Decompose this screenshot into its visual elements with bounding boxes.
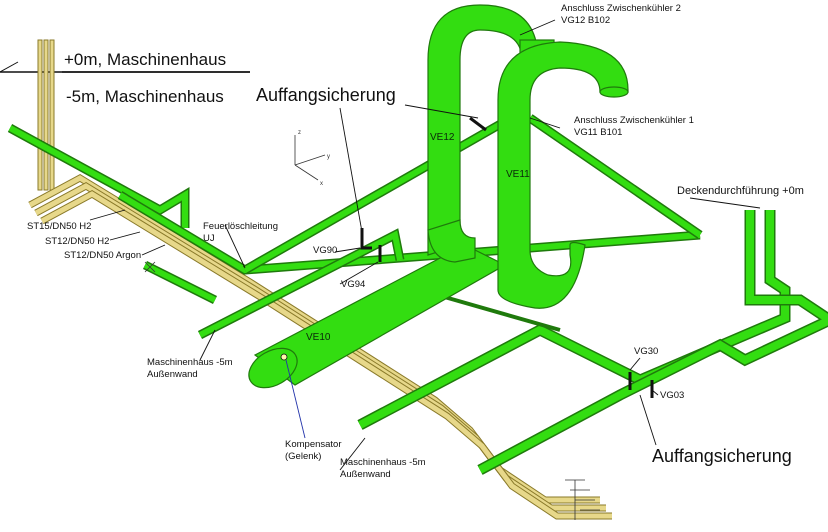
zk2-label-line2: VG12 B102 xyxy=(561,15,611,26)
axis-tripod xyxy=(294,135,326,181)
kompensator-leader xyxy=(285,359,306,439)
wall-left-label-line1: Maschinenhaus -5m xyxy=(147,357,233,368)
kompensator-label-line2: (Gelenk) xyxy=(285,451,322,462)
wall-bottom-label-line2: Außenwand xyxy=(340,469,391,480)
valve-vg94-label: VG94 xyxy=(341,279,366,290)
deckendurchfuehrung-label: Deckendurchführung +0m xyxy=(677,185,804,197)
valve-vg03-label: VG03 xyxy=(660,390,685,401)
right-branch-lines xyxy=(357,210,828,475)
level-lower-label: -5m, Maschinenhaus xyxy=(66,87,224,106)
wall-left-label-line2: Außenwand xyxy=(147,369,198,380)
pipe-ve11-label: VE11 xyxy=(506,169,530,180)
upper-green-line xyxy=(242,106,703,274)
pipe-st12-argon-label: ST12/DN50 Argon xyxy=(64,250,142,261)
valve-vg90-label: VG90 xyxy=(313,245,338,256)
zk1-label-line1: Anschluss Zwischenkühler 1 xyxy=(574,115,694,126)
pipe-st12-h2-label: ST12/DN50 H2 xyxy=(45,236,110,247)
pipe-st15-label: ST15/DN50 H2 xyxy=(27,221,92,232)
auffangsicherung-bottom-label: Auffangsicherung xyxy=(652,446,792,466)
feuerloesch-label-line1: Feuerlöschleitung xyxy=(203,221,278,232)
auffangsicherung-top-label: Auffangsicherung xyxy=(256,85,396,105)
vg90-branch xyxy=(197,228,405,340)
axis-x-label: x xyxy=(320,181,323,187)
pipe-ve12-label: VE12 xyxy=(430,132,455,143)
valve-vg30-label: VG30 xyxy=(634,346,659,357)
level-upper-label: +0m, Maschinenhaus xyxy=(64,50,227,69)
gas-risers xyxy=(37,39,55,191)
kompensator-label-line1: Kompensator xyxy=(285,439,342,450)
leader-lines xyxy=(89,19,761,471)
zk1-label-line2: VG11 B101 xyxy=(574,127,623,138)
pipe-ve10-label: VE10 xyxy=(306,332,331,343)
axis-z-label: z xyxy=(298,130,301,136)
wall-hatch-symbols xyxy=(144,261,600,520)
auffangsicherung-marks xyxy=(360,116,654,398)
fire-water-line xyxy=(7,124,701,305)
axis-y-label: y xyxy=(327,154,330,160)
pipe-ve11 xyxy=(497,41,629,309)
zk2-label-line1: Anschluss Zwischenkühler 2 xyxy=(561,3,681,14)
feuerloesch-label-line2: UJ xyxy=(203,233,215,244)
wall-bottom-label-line1: Maschinenhaus -5m xyxy=(340,457,426,468)
